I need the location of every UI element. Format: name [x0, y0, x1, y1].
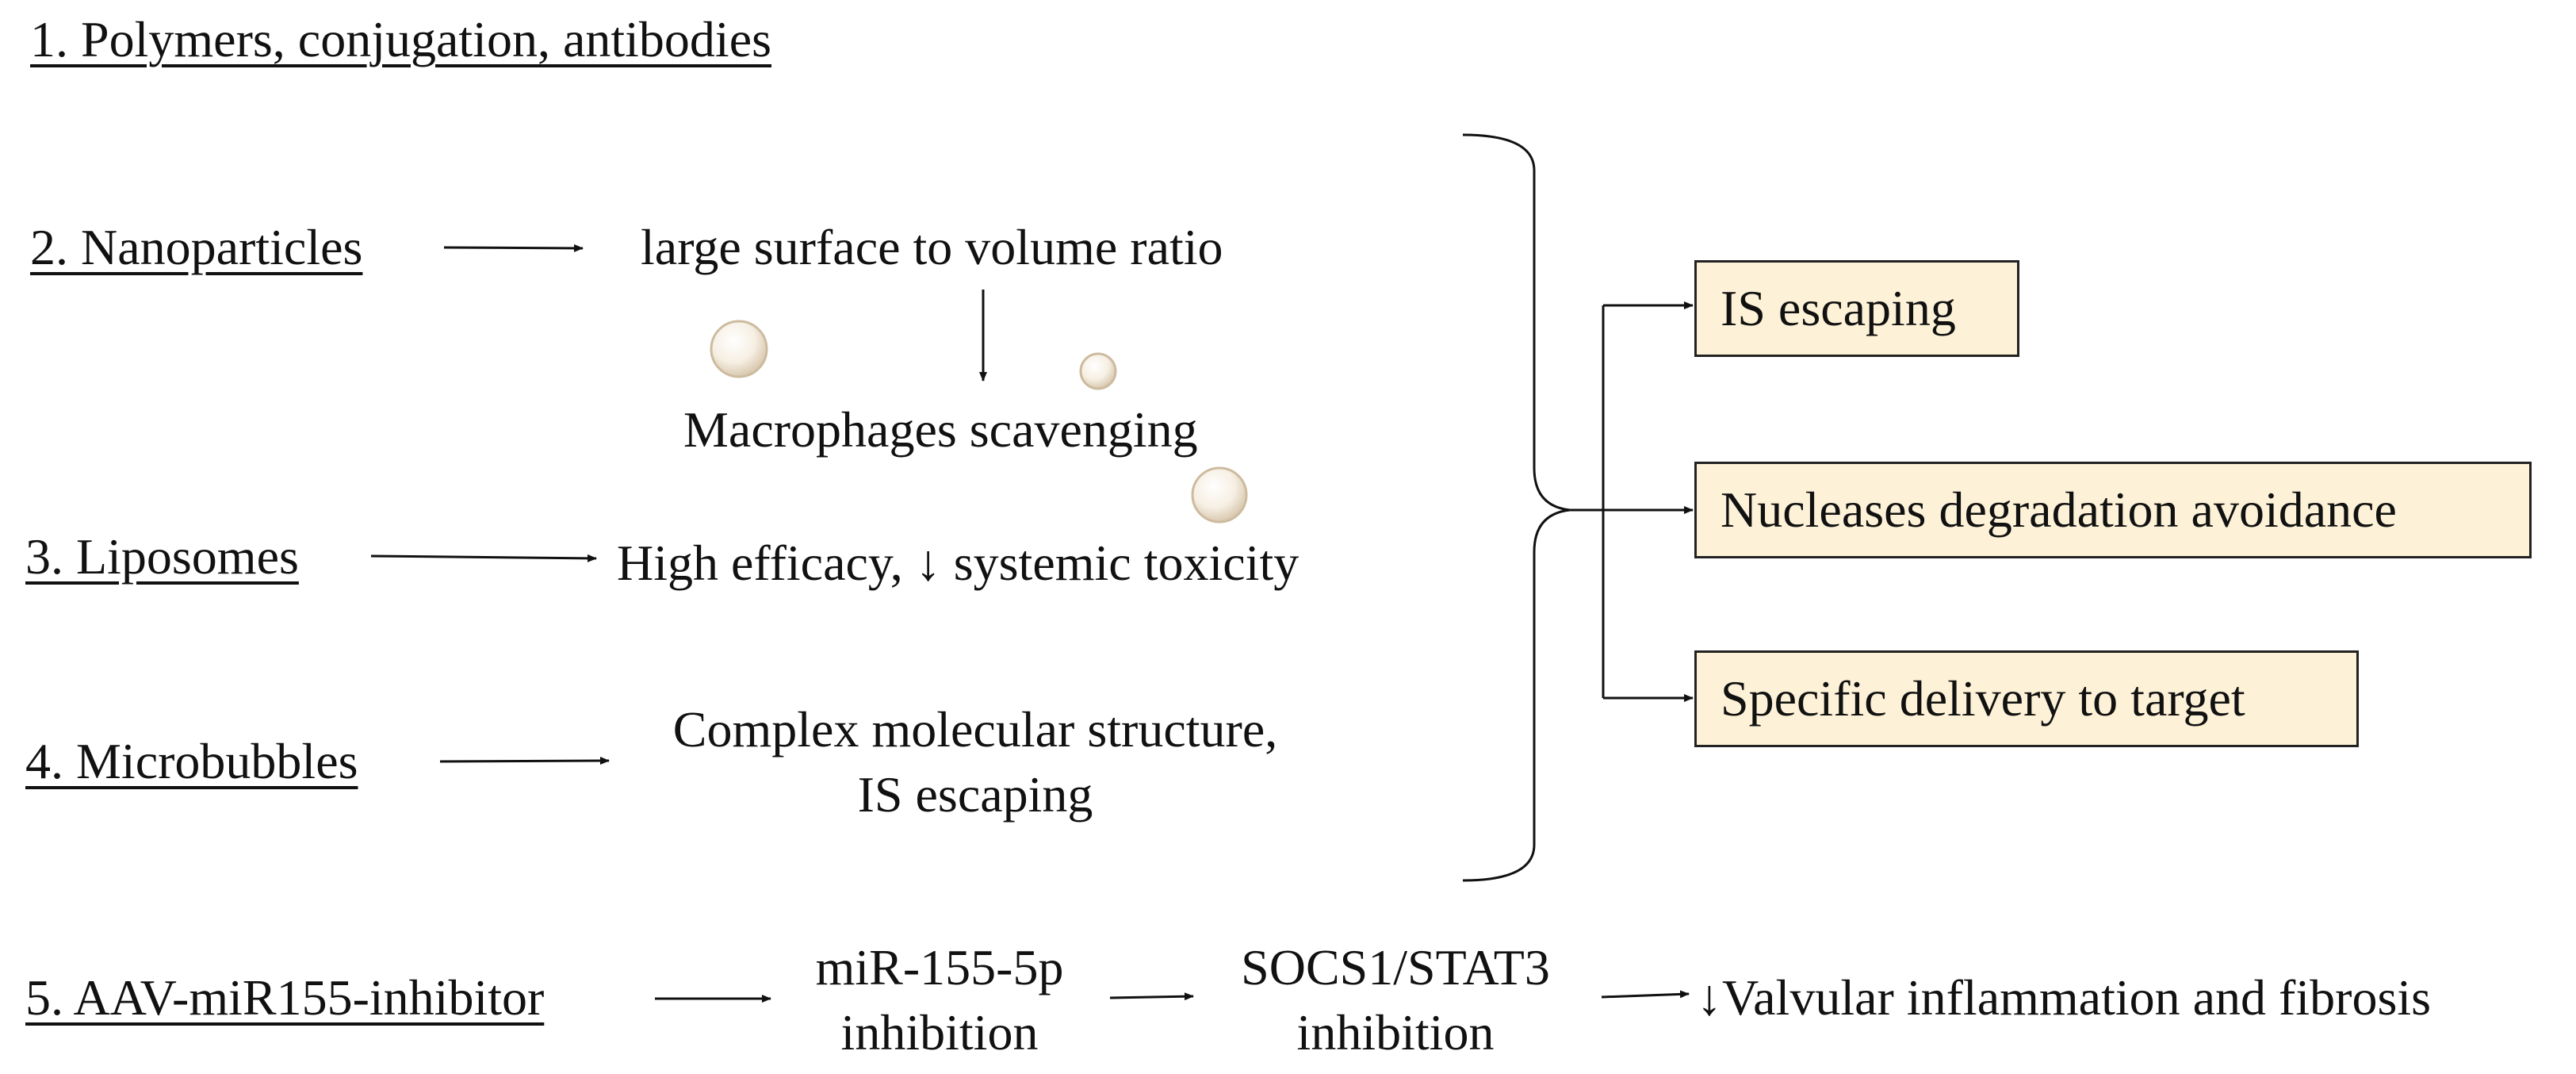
pathway-step1-line2: inhibition [840, 1004, 1039, 1061]
particle-small [1079, 352, 1117, 390]
arrow-mir155-to-socs [1109, 992, 1194, 1001]
liposomes-effect: High efficacy, ↓ systemic toxicity [617, 535, 1299, 591]
particle-large [710, 320, 768, 378]
pathway-step1-line1: miR-155-5p [815, 939, 1064, 995]
arrow-liposomes [370, 554, 597, 562]
item-nanoparticles: 2. Nanoparticles [30, 219, 363, 275]
outcome-is-escaping: IS escaping [1694, 260, 2019, 357]
pathway-step2-line1: SOCS1/STAT3 [1241, 939, 1550, 995]
nanoparticles-consequence: Macrophages scavenging [683, 401, 1198, 458]
pathway-step2-line2: inhibition [1296, 1004, 1495, 1061]
pathway-result: ↓Valvular inflammation and fibrosis [1697, 969, 2432, 1026]
decorative-particles [710, 320, 1248, 524]
item-liposomes: 3. Liposomes [25, 528, 299, 585]
arrow-nanoparticles [443, 244, 584, 252]
outcome-nucleases-degradation-avoidance: Nucleases degradation avoidance [1694, 462, 2532, 558]
nanoparticles-effect: large surface to volume ratio [641, 219, 1223, 275]
arrow-socs-to-result [1601, 990, 1690, 999]
microbubbles-effect-line1: Complex molecular structure, [672, 701, 1278, 758]
grouping-brace [1462, 133, 1571, 882]
item-microbubbles: 4. Microbubbles [25, 733, 358, 789]
item-aav-mir155-inhibitor: 5. AAV-miR155-inhibitor [25, 969, 545, 1026]
microbubbles-effect-line2: IS escaping [857, 766, 1093, 823]
item-polymers: 1. Polymers, conjugation, antibodies [30, 11, 771, 67]
particle-medium [1191, 466, 1248, 524]
outcome-specific-delivery: Specific delivery to target [1694, 650, 2359, 747]
